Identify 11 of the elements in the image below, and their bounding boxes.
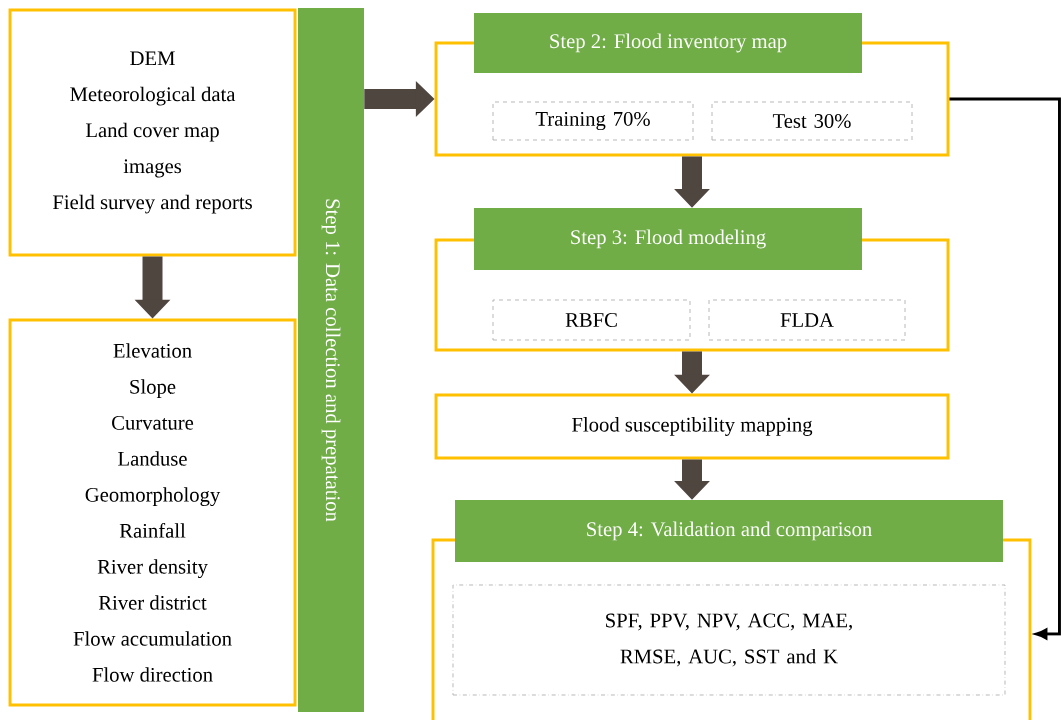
node-label: Step 4: Validation and comparison bbox=[587, 521, 872, 541]
process-box: Flood susceptibility mapping bbox=[434, 393, 950, 460]
dashed-box: Test 30% bbox=[711, 101, 913, 141]
arrow bbox=[949, 97, 1061, 640]
dashed-box: SPF, PPV, NPV, ACC, MAE, RMSE, AUC, SST and K bbox=[452, 584, 1006, 696]
dashed-box: FLDA bbox=[708, 299, 906, 341]
process-box: Elevation Slope Curvature Landuse Geomorphology Rainfall River density River district Flow accumulation Flow direction bbox=[8, 318, 297, 707]
dashed-box: Training 70% bbox=[492, 101, 694, 141]
process-box: DEM Meteorological data Land cover map images Field survey and reports bbox=[8, 8, 297, 257]
dashed-box: RBFC bbox=[492, 299, 691, 341]
step-bar: Step 1: Data collection and prepatation bbox=[298, 8, 364, 712]
